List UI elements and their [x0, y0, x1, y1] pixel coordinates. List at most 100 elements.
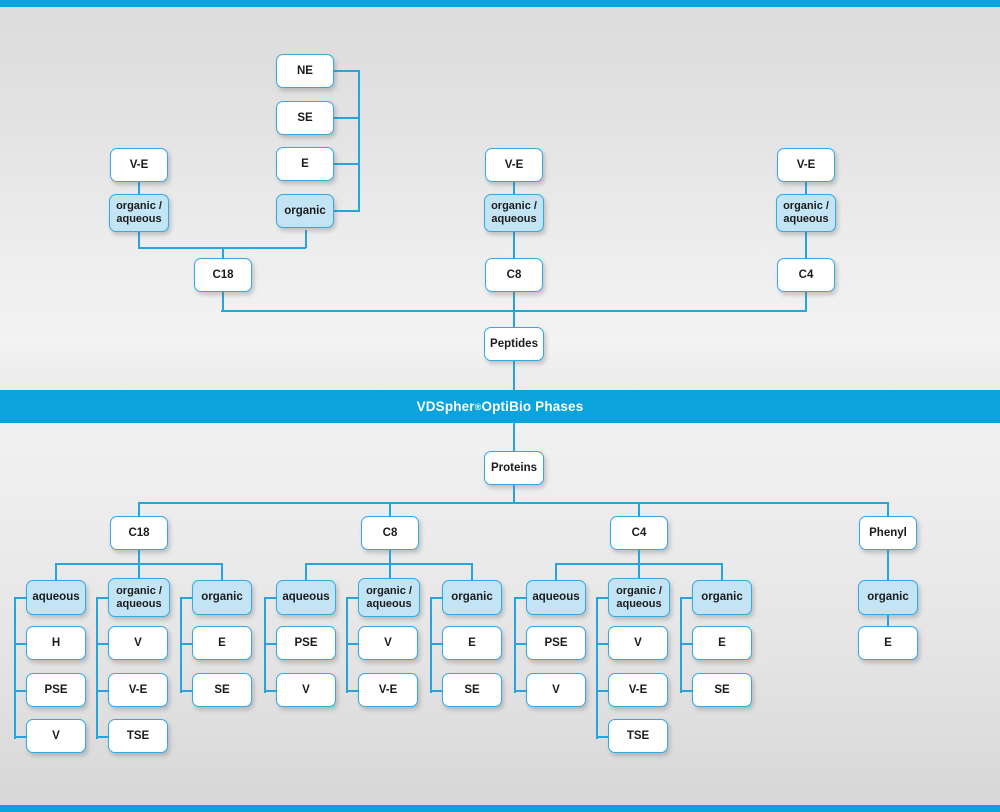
- node-peptides-chain-c18[interactable]: C18: [194, 258, 252, 292]
- node-peptides-c18-organic-ne[interactable]: NE: [276, 54, 334, 88]
- node-peptides-chain-c8[interactable]: C8: [485, 258, 543, 292]
- node-label: organic / aqueous: [780, 200, 832, 226]
- node-label: organic / aqueous: [113, 200, 165, 226]
- node-c4-mode-aqueous[interactable]: aqueous: [526, 580, 586, 615]
- stub-c8-oa-1: [346, 643, 359, 645]
- stub-c18-aqueous-head: [14, 597, 27, 599]
- node-peptides-root[interactable]: Peptides: [484, 327, 544, 361]
- stub-c18-organic-1: [180, 643, 193, 645]
- connector-peptides-to-banner: [513, 361, 515, 391]
- node-label: V: [52, 729, 60, 742]
- node-c8-aqueous-item-pse[interactable]: PSE: [276, 626, 336, 660]
- node-label: V-E: [378, 683, 398, 696]
- node-label: PSE: [294, 636, 318, 649]
- node-label: V-E: [796, 158, 816, 171]
- node-label-line1: organic /: [116, 200, 162, 213]
- node-c4-organic-item-se[interactable]: SE: [692, 673, 752, 707]
- spine-c4-aqueous: [514, 597, 516, 693]
- node-label: C8: [382, 526, 398, 539]
- connector-proteins-down: [513, 485, 515, 503]
- node-phenyl-mode-organic[interactable]: organic: [858, 580, 918, 615]
- node-c18-organic-item-e[interactable]: E: [192, 626, 252, 660]
- node-label: E: [301, 157, 309, 170]
- brand-banner-text: VDSpher® OptiBio Phases: [416, 399, 584, 414]
- brand-banner: VDSpher® OptiBio Phases: [0, 390, 1000, 423]
- connector-c4-ve-to-oa: [805, 182, 807, 195]
- node-c8-oa-item-v[interactable]: V: [358, 626, 418, 660]
- stub-c4-organic-head: [680, 597, 693, 599]
- node-label: PSE: [544, 636, 568, 649]
- node-peptides-c18-organic-e[interactable]: E: [276, 147, 334, 181]
- connector-c4-oa-to-c4: [805, 232, 807, 259]
- stub-c4-aqueous-1: [514, 643, 527, 645]
- node-c18-mode-aqueous[interactable]: aqueous: [26, 580, 86, 615]
- node-c4-aqueous-item-pse[interactable]: PSE: [526, 626, 586, 660]
- node-proteins-chain-c4[interactable]: C4: [610, 516, 668, 550]
- node-label: V: [634, 636, 642, 649]
- node-peptides-c18-organic-se[interactable]: SE: [276, 101, 334, 135]
- node-label: V-E: [628, 683, 648, 696]
- connector-c8-ve-to-oa: [513, 182, 515, 195]
- node-peptides-c8-ve[interactable]: V-E: [485, 148, 543, 182]
- node-c4-aqueous-item-v[interactable]: V: [526, 673, 586, 707]
- bus-c8-modes-proteins: [305, 563, 472, 565]
- node-c18-oa-item-tse[interactable]: TSE: [108, 719, 168, 753]
- node-c4-mode-organic-aqueous[interactable]: organic / aqueous: [608, 578, 670, 617]
- node-peptides-c8-mode-organic-aqueous[interactable]: organic / aqueous: [484, 194, 544, 232]
- node-label: E: [718, 636, 726, 649]
- node-peptides-chain-c4[interactable]: C4: [777, 258, 835, 292]
- node-label: C4: [798, 268, 814, 281]
- node-label-line1: organic /: [116, 584, 162, 597]
- stub-c8-aqueous-1: [264, 643, 277, 645]
- node-c4-organic-item-e[interactable]: E: [692, 626, 752, 660]
- node-c18-organic-item-se[interactable]: SE: [192, 673, 252, 707]
- node-label: E: [218, 636, 226, 649]
- node-c18-aqueous-item-v[interactable]: V: [26, 719, 86, 753]
- brand-suffix: OptiBio Phases: [481, 399, 584, 414]
- node-label: SE: [464, 683, 480, 696]
- node-c18-oa-item-ve[interactable]: V-E: [108, 673, 168, 707]
- stub-c8-aqueous-head: [264, 597, 277, 599]
- node-c8-oa-item-ve[interactable]: V-E: [358, 673, 418, 707]
- node-c8-aqueous-item-v[interactable]: V: [276, 673, 336, 707]
- node-label: organic / aqueous: [362, 585, 416, 611]
- connector-bus-to-r-phenyl: [887, 502, 889, 517]
- node-c18-oa-item-v[interactable]: V: [108, 626, 168, 660]
- bottom-accent-bar: [0, 805, 1000, 812]
- connector-phenyl-to-organic: [887, 550, 889, 580]
- node-c4-oa-item-tse[interactable]: TSE: [608, 719, 668, 753]
- connector-bus-to-peptides: [513, 310, 515, 328]
- connector-c18-ve-to-oa: [138, 182, 140, 195]
- node-c18-mode-organic[interactable]: organic: [192, 580, 252, 615]
- node-c4-oa-item-ve[interactable]: V-E: [608, 673, 668, 707]
- node-c8-organic-item-e[interactable]: E: [442, 626, 502, 660]
- node-peptides-c4-ve[interactable]: V-E: [777, 148, 835, 182]
- node-c8-mode-organic-aqueous[interactable]: organic / aqueous: [358, 578, 420, 617]
- node-label-line1: organic /: [783, 200, 829, 213]
- connector-c18-bus-to-aqueous: [55, 563, 57, 581]
- node-c8-mode-aqueous[interactable]: aqueous: [276, 580, 336, 615]
- node-c4-oa-item-v[interactable]: V: [608, 626, 668, 660]
- node-peptides-c18-ve[interactable]: V-E: [110, 148, 168, 182]
- stub-c18-oa-2: [96, 690, 109, 692]
- node-c18-aqueous-item-pse[interactable]: PSE: [26, 673, 86, 707]
- node-c4-mode-organic[interactable]: organic: [692, 580, 752, 615]
- node-proteins-chain-c8[interactable]: C8: [361, 516, 419, 550]
- node-c18-mode-organic-aqueous[interactable]: organic / aqueous: [108, 578, 170, 617]
- node-proteins-root[interactable]: Proteins: [484, 451, 544, 485]
- node-label: aqueous: [532, 591, 580, 604]
- node-c18-aqueous-item-h[interactable]: H: [26, 626, 86, 660]
- bus-protein-chains: [138, 502, 888, 504]
- node-proteins-chain-c18[interactable]: C18: [110, 516, 168, 550]
- connector-c18-bus-to-organic: [221, 563, 223, 581]
- node-phenyl-organic-item-e[interactable]: E: [858, 626, 918, 660]
- node-peptides-c4-mode-organic-aqueous[interactable]: organic / aqueous: [776, 194, 836, 232]
- node-proteins-chain-phenyl[interactable]: Phenyl: [859, 516, 917, 550]
- node-c8-mode-organic[interactable]: organic: [442, 580, 502, 615]
- connector-c8-bus-to-aqueous: [305, 563, 307, 581]
- node-c8-organic-item-se[interactable]: SE: [442, 673, 502, 707]
- node-peptides-c18-mode-organic[interactable]: organic: [276, 194, 334, 228]
- stub-c4-oa-1: [596, 643, 609, 645]
- connector-c8-oa-to-c8: [513, 232, 515, 259]
- node-peptides-c18-mode-organic-aqueous[interactable]: organic / aqueous: [109, 194, 169, 232]
